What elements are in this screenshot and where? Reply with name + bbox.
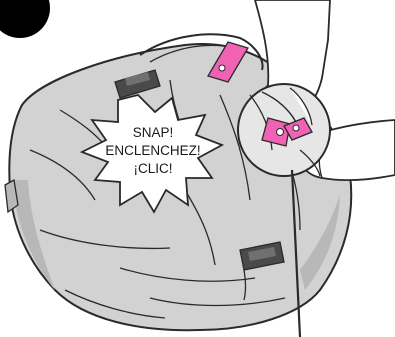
callout-line-2: ENCLENCHEZ! <box>105 143 200 158</box>
step-badge-icon <box>0 0 50 38</box>
callout-line-1: SNAP! <box>133 125 174 140</box>
zoom-callout-icon <box>238 84 330 176</box>
callout-line-3: ¡CLIC! <box>133 161 172 176</box>
